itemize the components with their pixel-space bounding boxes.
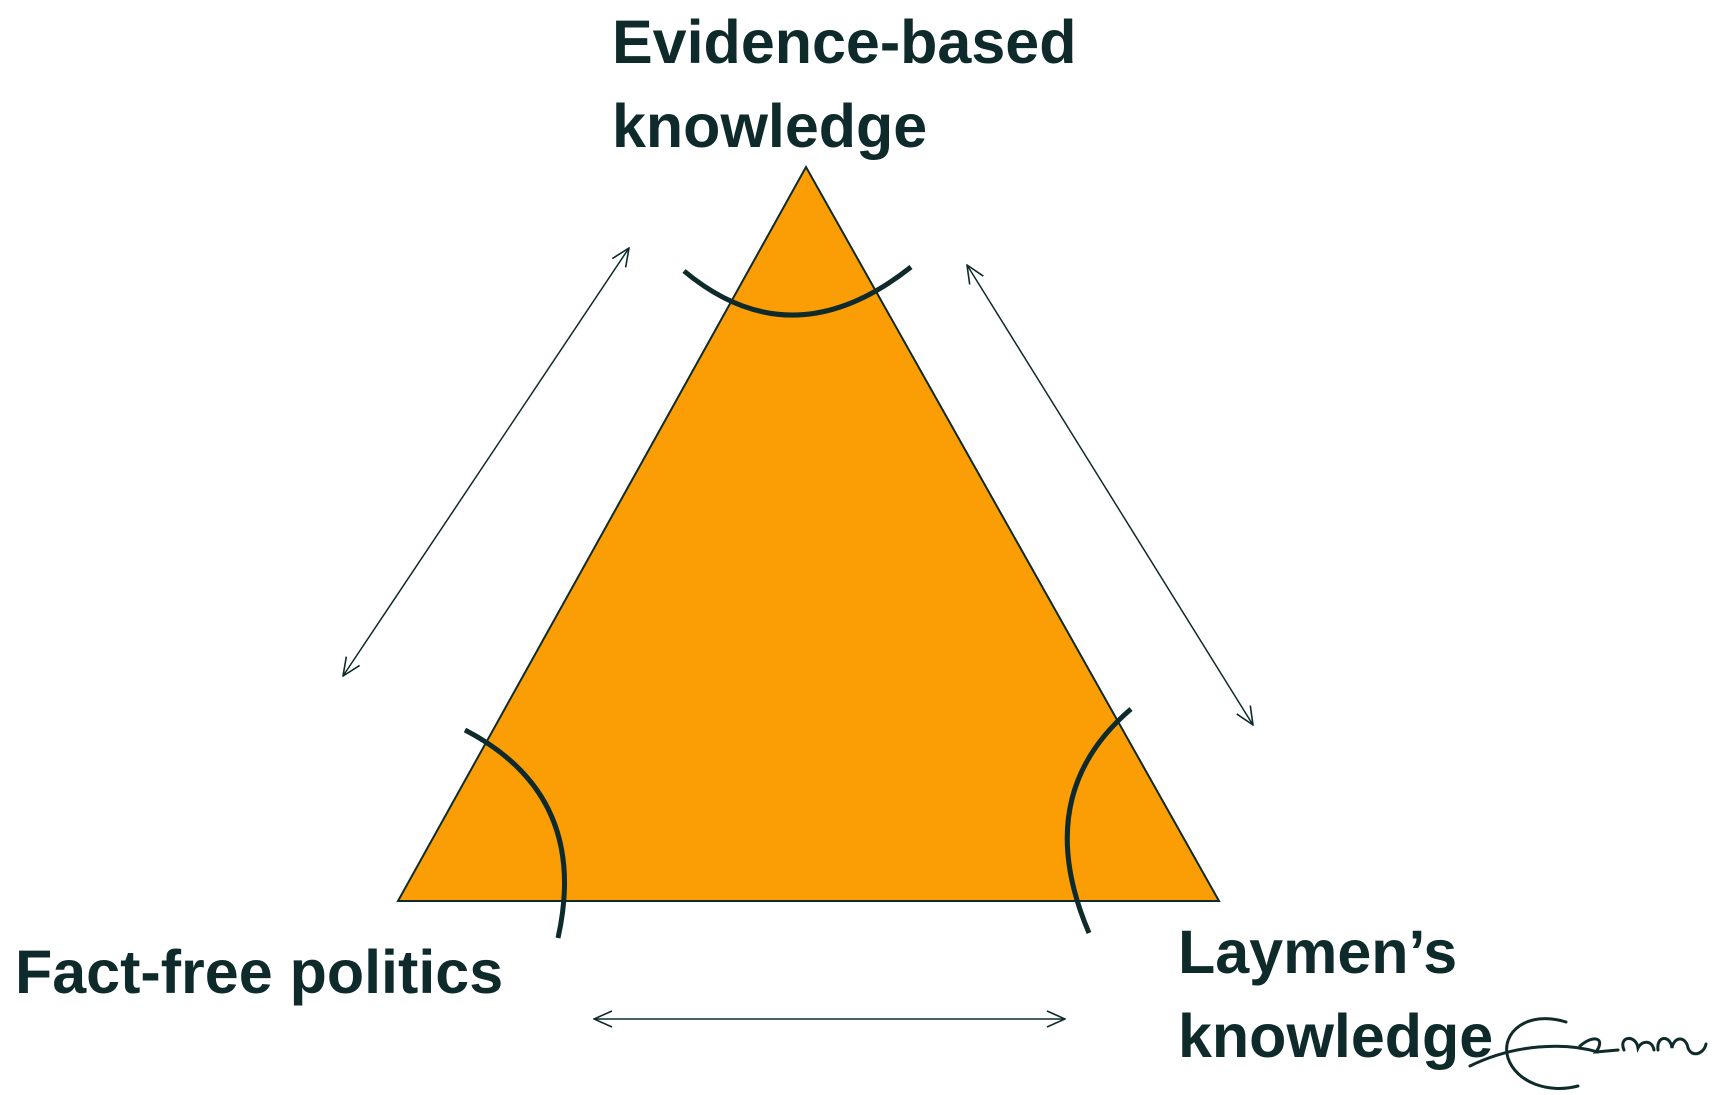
bottom-right-angle-arc <box>1064 707 1133 934</box>
right-double-arrow <box>967 265 1253 725</box>
right-label-line-1: Laymen’s <box>1178 918 1458 986</box>
left-double-arrow <box>343 248 629 676</box>
knowledge-triangle <box>396 164 1221 902</box>
top-angle-arc <box>682 265 913 318</box>
left-label-line-1: Fact-free politics <box>15 938 504 1006</box>
top-label-line-2: knowledge <box>612 92 928 160</box>
top-label-line-1: Evidence-based <box>612 8 1077 76</box>
right-label-line-2: knowledge <box>1178 1002 1494 1070</box>
evidence-based-knowledge-label: Evidence-based knowledge <box>612 0 1076 168</box>
laymens-knowledge-label: Laymen’s knowledge <box>1178 910 1493 1078</box>
erasmus-logo-icon <box>1468 1017 1708 1090</box>
bottom-left-angle-arc <box>463 727 567 939</box>
fact-free-politics-label: Fact-free politics <box>15 930 503 1014</box>
